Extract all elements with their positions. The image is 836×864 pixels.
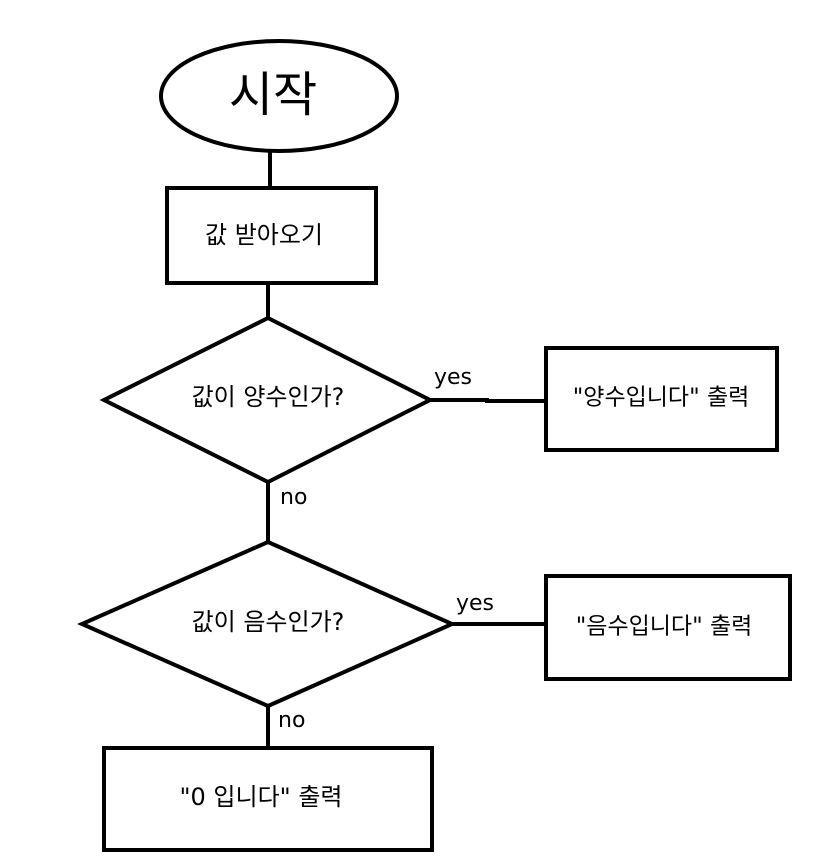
edge-negative-yes-label: yes (456, 591, 494, 616)
edge-positive-yes (430, 398, 546, 403)
input-process-box (165, 186, 378, 285)
start-label: 시작 (229, 67, 317, 123)
output-negative-box (544, 574, 792, 681)
input-process-label: 값 받아오기 (205, 221, 323, 249)
edge-positive-no-label: no (280, 485, 307, 510)
decision-negative-diamond (77, 539, 457, 709)
decision-negative-label: 값이 음수인가? (192, 608, 345, 636)
output-positive-label: "양수입니다" 출력 (573, 385, 750, 411)
start-terminal (159, 39, 399, 153)
output-zero-box (102, 746, 434, 852)
decision-positive-label: 값이 양수인가? (192, 383, 345, 411)
edge-positive-yes-label: yes (434, 365, 472, 390)
output-negative-label: "음수입니다" 출력 (576, 614, 753, 640)
edge-negative-no-label: no (278, 708, 305, 733)
output-zero-label: "0 입니다" 출력 (179, 783, 342, 811)
decision-positive-diamond (99, 315, 435, 485)
output-positive-box (544, 346, 779, 452)
